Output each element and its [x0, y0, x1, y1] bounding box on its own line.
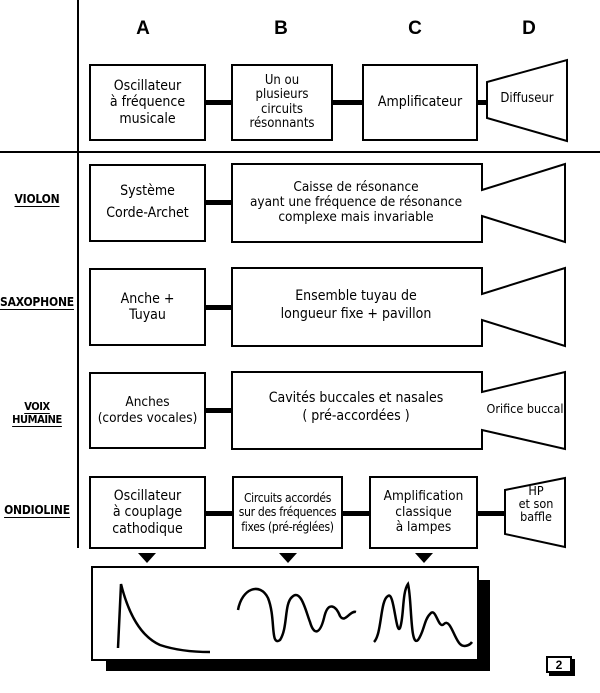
down-arrow-a-icon: [138, 553, 156, 563]
connector: [206, 200, 232, 205]
voix-orifice-label: Orifice buccal: [486, 401, 564, 416]
row-label-ondioline: ONDIOLINE: [4, 503, 70, 517]
connector: [478, 100, 488, 105]
generic-resonant-circuits-box: Un ou plusieurs circuits résonnants: [231, 64, 333, 141]
left-divider-line: [77, 0, 79, 548]
ondioline-speaker-label: HP et son baffle: [518, 483, 554, 525]
row-label-saxophone: SAXOPHONE: [0, 295, 74, 309]
column-header-b: B: [274, 18, 288, 39]
ondioline-amplifier-box: Amplification classique à lampes: [369, 476, 478, 549]
down-arrow-b-icon: [279, 553, 297, 563]
row-label-violon: VIOLON: [14, 192, 60, 206]
violon-resonator-label: Caisse de résonance ayant une fréquence …: [249, 179, 463, 225]
connector: [206, 511, 232, 516]
connector: [333, 100, 363, 105]
connector: [478, 511, 506, 516]
page-number: 2: [546, 656, 572, 673]
generic-diffuser-label: Diffuseur: [500, 91, 554, 106]
ondioline-oscillator-box: Oscillateur à couplage cathodique: [89, 476, 206, 549]
waveform-decay-curve: [116, 583, 211, 654]
column-header-a: A: [136, 18, 150, 39]
generic-oscillator-box: Oscillateur à fréquence musicale: [89, 64, 206, 141]
connector: [206, 408, 232, 413]
waveform-resonance-curve: [236, 587, 357, 643]
voix-source-box: Anches (cordes vocales): [89, 372, 206, 449]
violon-source-box: Système Corde-Archet: [89, 164, 206, 242]
row-label-voix-humaine: VOIX HUMAINE: [12, 400, 62, 426]
ondioline-circuits-box: Circuits accordés sur des fréquences fix…: [232, 476, 343, 549]
voix-resonator-label: Cavités buccales et nasales ( pré-accord…: [268, 390, 444, 424]
connector: [206, 100, 232, 105]
waveform-panel-frame: [91, 566, 479, 661]
connector: [206, 305, 232, 310]
down-arrow-c-icon: [415, 553, 433, 563]
generic-amplifier-box: Amplificateur: [362, 64, 478, 141]
saxophone-resonator-label: Ensemble tuyau de longueur fixe + pavill…: [280, 288, 432, 322]
top-divider-line: [0, 151, 600, 153]
column-header-d: D: [522, 18, 536, 39]
column-header-c: C: [408, 18, 422, 39]
waveform-amplified-curve: [372, 581, 474, 648]
connector: [343, 511, 369, 516]
saxophone-source-box: Anche + Tuyau: [89, 268, 206, 346]
